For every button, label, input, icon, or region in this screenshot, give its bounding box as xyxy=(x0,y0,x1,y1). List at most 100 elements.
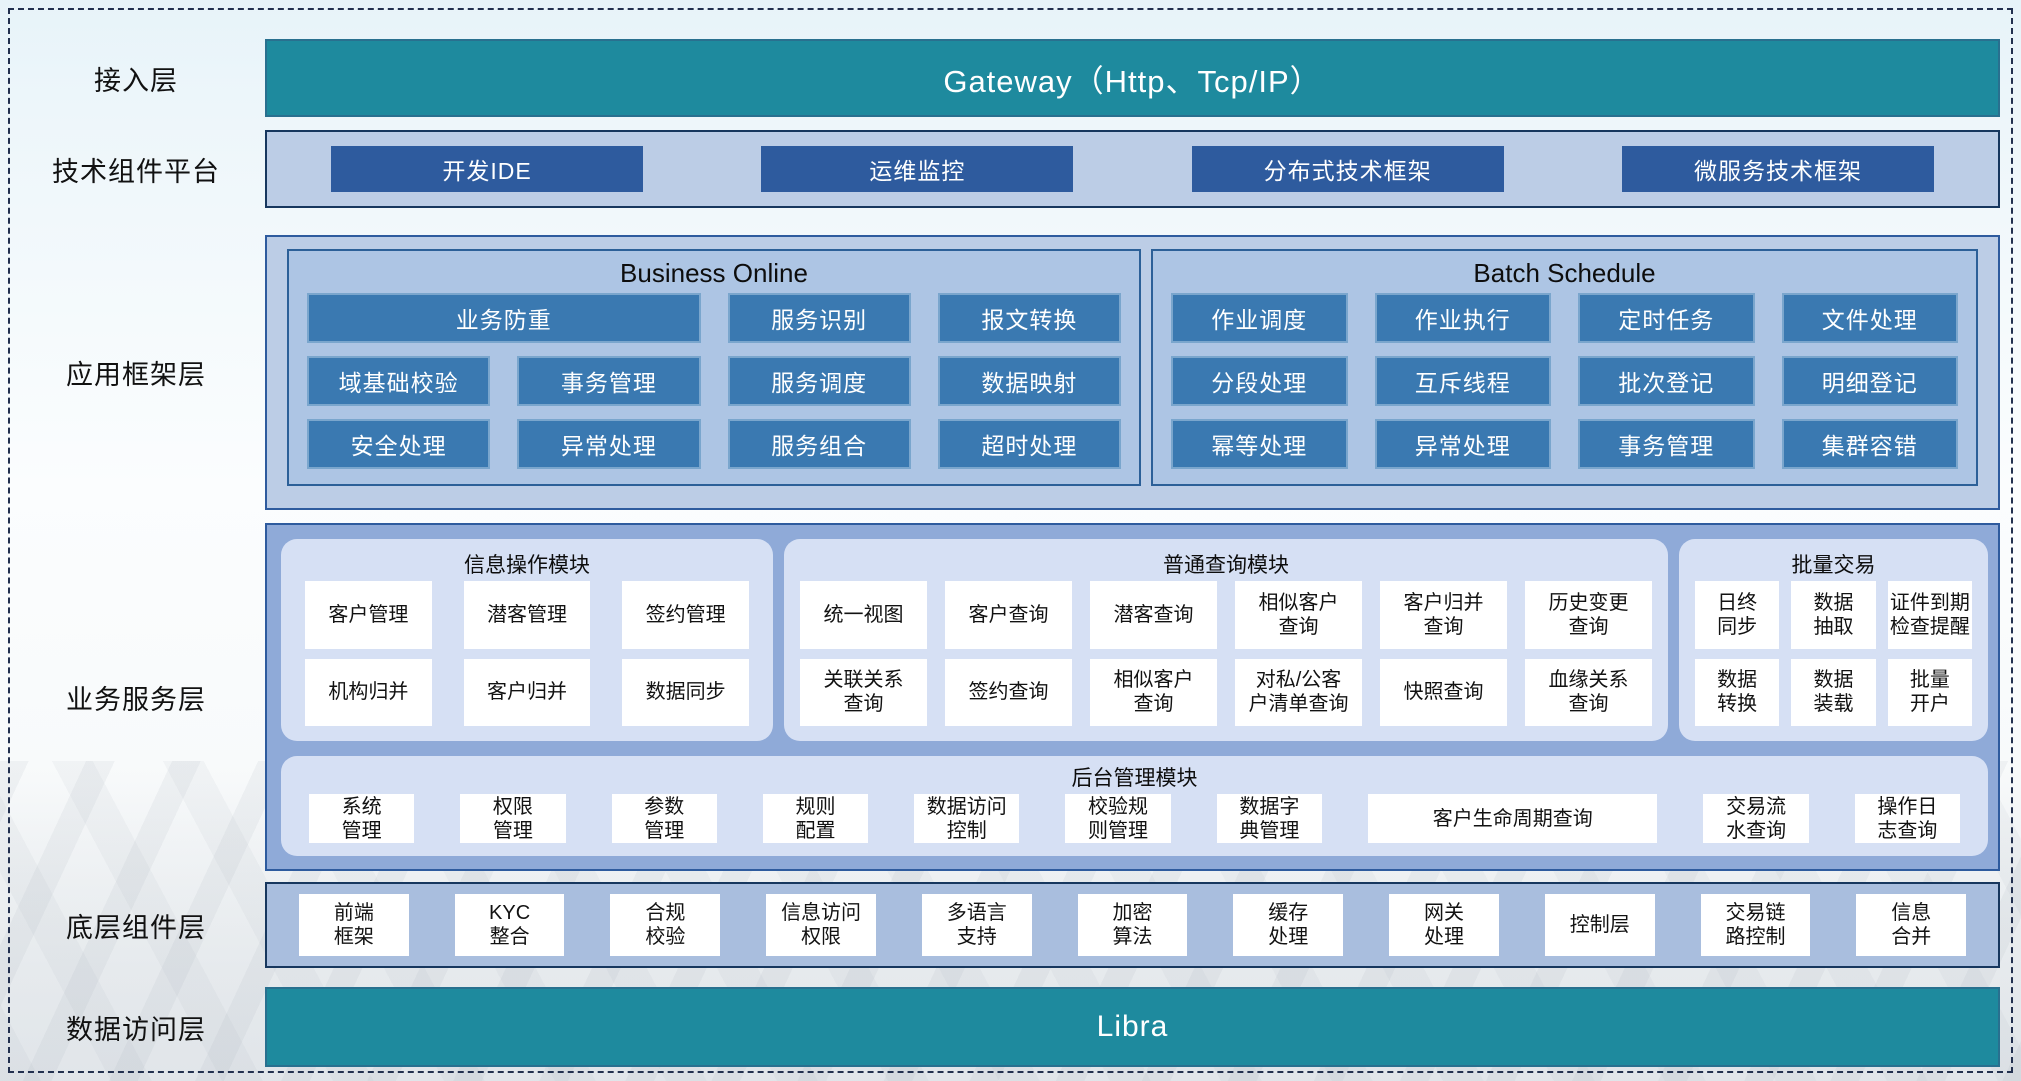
layer-label-biz: 业务服务层 xyxy=(66,684,206,715)
service-module-row: 信息操作模块 客户管理潜客管理签约管理机构归并客户归并数据同步 普通查询模块 统… xyxy=(281,539,1988,741)
libra-bar: Libra xyxy=(265,987,2000,1067)
component-box: 合规 校验 xyxy=(610,894,721,956)
business-service-band: 信息操作模块 客户管理潜客管理签约管理机构归并客户归并数据同步 普通查询模块 统… xyxy=(265,523,2000,871)
service-box: 机构归并 xyxy=(305,658,432,726)
service-box: 对私/公客 户清单查询 xyxy=(1235,658,1362,726)
service-box: 客户归并 查询 xyxy=(1380,581,1507,649)
framework-box: 作业调度 xyxy=(1171,293,1348,343)
service-box: 数据同步 xyxy=(622,658,749,726)
info-operation-grid: 客户管理潜客管理签约管理机构归并客户归并数据同步 xyxy=(297,581,757,726)
tech-component-box: 开发IDE xyxy=(331,146,643,192)
batch-schedule-box: Batch Schedule 作业调度作业执行定时任务文件处理分段处理互斥线程批… xyxy=(1151,249,1978,486)
admin-box: 操作日 志查询 xyxy=(1854,794,1961,843)
business-online-title: Business Online xyxy=(620,257,808,288)
layer-label-data: 数据访问层 xyxy=(66,1014,206,1045)
framework-box: 分段处理 xyxy=(1171,356,1348,406)
framework-box: 集群容错 xyxy=(1781,419,1958,469)
tech-component-box: 微服务技术框架 xyxy=(1621,146,1934,192)
service-box: 签约查询 xyxy=(945,658,1072,726)
tech-platform-band: 开发IDE 运维监控 分布式技术框架 微服务技术框架 xyxy=(265,130,2000,208)
component-box: 交易链 路控制 xyxy=(1700,894,1811,956)
service-box: 客户归并 xyxy=(463,658,591,726)
tech-component-box: 运维监控 xyxy=(761,146,1074,192)
framework-box: 文件处理 xyxy=(1781,293,1958,343)
component-box: 网关 处理 xyxy=(1389,894,1499,956)
service-box: 数据 抽取 xyxy=(1791,581,1876,649)
framework-box: 超时处理 xyxy=(937,419,1121,469)
component-box: 信息 合并 xyxy=(1856,894,1967,956)
framework-box: 域基础校验 xyxy=(307,356,491,406)
business-online-box: Business Online 业务防重服务识别报文转换域基础校验事务管理服务调… xyxy=(287,249,1141,486)
admin-box: 交易流 水查询 xyxy=(1703,794,1809,843)
framework-box: 定时任务 xyxy=(1578,293,1755,343)
admin-module: 后台管理模块 系统 管理权限 管理参数 管理规则 配置数据访问 控制校验规 则管… xyxy=(281,756,1988,856)
app-framework-band: Business Online 业务防重服务识别报文转换域基础校验事务管理服务调… xyxy=(265,235,2000,510)
component-box: 缓存 处理 xyxy=(1233,894,1344,956)
framework-box: 作业执行 xyxy=(1374,293,1551,343)
framework-box: 批次登记 xyxy=(1578,356,1755,406)
framework-box: 服务调度 xyxy=(727,356,911,406)
component-box: 多语言 支持 xyxy=(921,894,1032,956)
service-box: 相似客户 查询 xyxy=(1235,581,1362,649)
framework-box: 互斥线程 xyxy=(1374,356,1551,406)
service-box: 批量 开户 xyxy=(1887,658,1972,726)
service-box: 历史变更 查询 xyxy=(1525,581,1652,649)
admin-box: 校验规 则管理 xyxy=(1065,794,1171,843)
batch-schedule-grid: 作业调度作业执行定时任务文件处理分段处理互斥线程批次登记明细登记幂等处理异常处理… xyxy=(1171,293,1958,469)
service-box: 关联关系 查询 xyxy=(800,658,927,726)
framework-box: 服务识别 xyxy=(727,293,911,343)
batch-trade-module: 批量交易 日终 同步数据 抽取证件到期 检查提醒数据 转换数据 装载批量 开户 xyxy=(1679,539,1988,741)
layer-label-comp: 底层组件层 xyxy=(66,912,206,943)
component-box: KYC 整合 xyxy=(454,894,565,956)
batch-trade-title: 批量交易 xyxy=(1791,554,1876,577)
layer-label-access: 接入层 xyxy=(94,65,178,96)
admin-module-row: 系统 管理权限 管理参数 管理规则 配置数据访问 控制校验规 则管理数据字 典管… xyxy=(309,794,1961,843)
service-box: 签约管理 xyxy=(622,581,749,649)
framework-box: 异常处理 xyxy=(1374,419,1551,469)
admin-module-title: 后台管理模块 xyxy=(1071,767,1198,790)
service-box: 统一视图 xyxy=(800,581,927,649)
query-module-title: 普通查询模块 xyxy=(1163,554,1289,577)
tech-component-box: 分布式技术框架 xyxy=(1191,146,1504,192)
component-box: 前端 框架 xyxy=(299,894,409,956)
query-module-grid: 统一视图客户查询潜客查询相似客户 查询客户归并 查询历史变更 查询关联关系 查询… xyxy=(800,581,1652,726)
layer-label-tech: 技术组件平台 xyxy=(52,156,220,187)
component-box: 加密 算法 xyxy=(1077,894,1188,956)
framework-box: 服务组合 xyxy=(727,419,911,469)
service-box: 血缘关系 查询 xyxy=(1525,658,1652,726)
admin-box: 系统 管理 xyxy=(309,794,415,843)
framework-box: 数据映射 xyxy=(937,356,1121,406)
framework-box: 明细登记 xyxy=(1781,356,1958,406)
service-box: 相似客户 查询 xyxy=(1090,658,1217,726)
admin-box: 权限 管理 xyxy=(460,794,566,843)
gateway-bar: Gateway（Http、Tcp/IP） xyxy=(265,39,2000,117)
framework-box: 事务管理 xyxy=(517,356,701,406)
component-box: 控制层 xyxy=(1544,894,1655,956)
query-module: 普通查询模块 统一视图客户查询潜客查询相似客户 查询客户归并 查询历史变更 查询… xyxy=(784,539,1668,741)
service-box: 客户查询 xyxy=(945,581,1072,649)
framework-box: 报文转换 xyxy=(937,293,1121,343)
service-box: 客户管理 xyxy=(305,581,432,649)
admin-box: 参数 管理 xyxy=(611,794,717,843)
service-box: 潜客查询 xyxy=(1090,581,1217,649)
framework-box: 安全处理 xyxy=(307,419,491,469)
layer-label-app: 应用框架层 xyxy=(66,360,206,390)
framework-box: 事务管理 xyxy=(1578,419,1755,469)
framework-box: 业务防重 xyxy=(307,293,701,343)
service-box: 潜客管理 xyxy=(463,581,591,649)
service-box: 证件到期 检查提醒 xyxy=(1887,581,1972,649)
framework-box: 幂等处理 xyxy=(1171,419,1348,469)
admin-box: 客户生命周期查询 xyxy=(1367,794,1658,843)
framework-box: 异常处理 xyxy=(517,419,701,469)
service-box: 数据 装载 xyxy=(1791,658,1876,726)
info-operation-module: 信息操作模块 客户管理潜客管理签约管理机构归并客户归并数据同步 xyxy=(281,539,773,741)
service-box: 快照查询 xyxy=(1380,658,1507,726)
info-operation-title: 信息操作模块 xyxy=(464,554,590,577)
batch-schedule-title: Batch Schedule xyxy=(1473,257,1656,288)
admin-box: 数据字 典管理 xyxy=(1216,794,1322,843)
service-box: 数据 转换 xyxy=(1695,658,1780,726)
business-online-grid: 业务防重服务识别报文转换域基础校验事务管理服务调度数据映射安全处理异常处理服务组… xyxy=(307,293,1121,469)
admin-box: 规则 配置 xyxy=(762,794,869,843)
